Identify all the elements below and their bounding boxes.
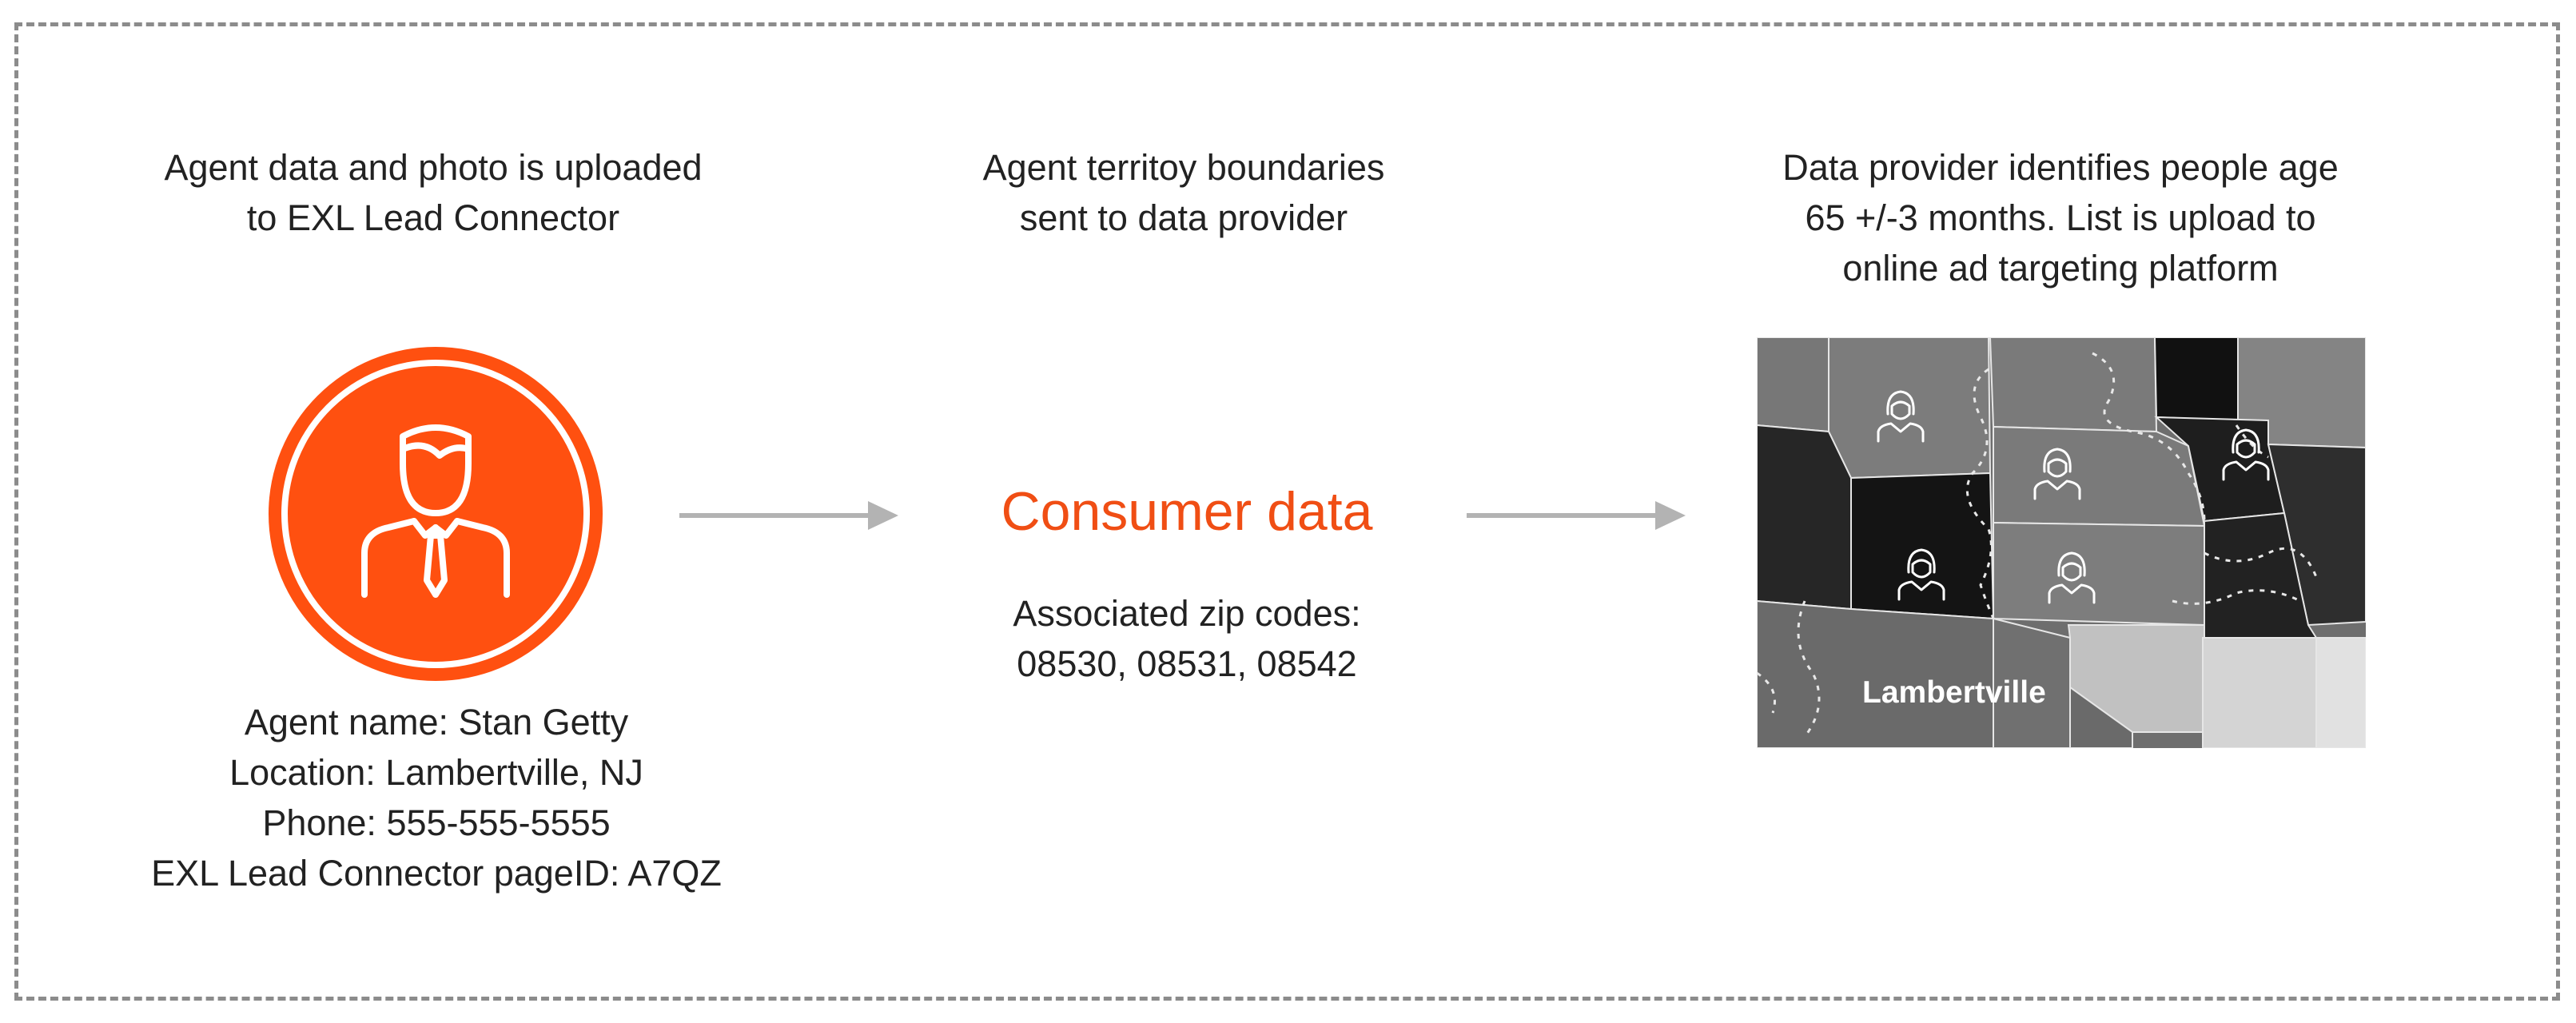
woman-avatar-icon xyxy=(2048,551,2096,604)
woman-avatar-icon xyxy=(2033,448,2081,500)
woman-avatar-icon xyxy=(1877,390,1925,443)
consumer-data-title: Consumer data xyxy=(1001,481,1373,542)
step-3-caption: Data provider identifies people age 65 +… xyxy=(1782,147,2339,289)
agent-location: Location: Lambertville, NJ xyxy=(229,752,643,793)
zip-codes-value: 08530, 08531, 08542 xyxy=(1017,643,1357,684)
zip-codes-block: Associated zip codes: 08530, 08531, 0854… xyxy=(787,588,1587,689)
agent-phone: Phone: 555-555-5555 xyxy=(262,802,611,843)
agent-name: Agent name: Stan Getty xyxy=(244,702,629,742)
woman-avatar-icon xyxy=(1897,548,1945,601)
step-2-caption: Agent territoy boundaries sent to data p… xyxy=(982,147,1385,238)
arrow-step2-to-step3 xyxy=(1467,501,1686,530)
zip-codes-label: Associated zip codes: xyxy=(1013,593,1361,634)
arrow-step1-to-step2 xyxy=(679,501,898,530)
territory-map: Lambertville xyxy=(1757,337,2366,748)
agent-details: Agent name: Stan Getty Location: Lambert… xyxy=(37,697,836,898)
diagram-frame xyxy=(14,22,2560,1001)
step-1-caption: Agent data and photo is uploaded to EXL … xyxy=(164,147,703,238)
woman-avatar-icon xyxy=(2222,428,2270,481)
map-location-label: Lambertville xyxy=(1862,675,2046,710)
agent-avatar-circle xyxy=(269,347,603,681)
agent-avatar-ring xyxy=(281,360,590,668)
agent-person-with-tie-icon xyxy=(361,424,510,598)
territory-map-graphic xyxy=(1757,337,2366,748)
agent-page-id: EXL Lead Connector pageID: A7QZ xyxy=(151,853,722,894)
